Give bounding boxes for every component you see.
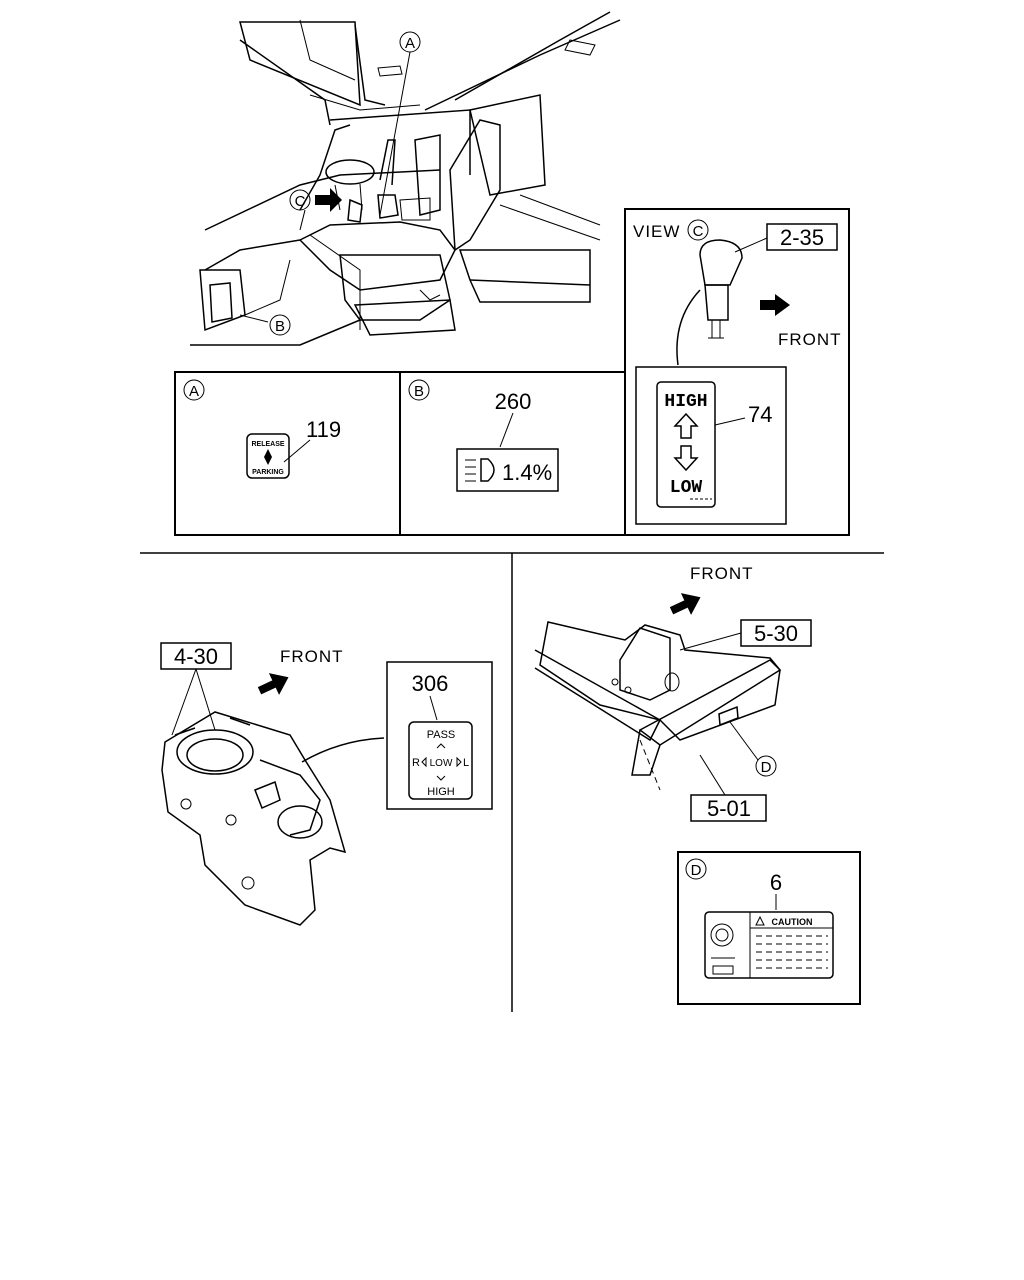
light-switch-label bbox=[408, 721, 473, 800]
label-74-outer bbox=[635, 366, 787, 525]
parking-brake-label bbox=[246, 433, 290, 479]
svg-text:B: B bbox=[275, 318, 285, 335]
pass-text: PASS bbox=[427, 729, 456, 741]
release-text: RELEASE bbox=[251, 441, 284, 448]
view-c-title: VIEW bbox=[633, 222, 680, 241]
parking-text: PARKING bbox=[252, 469, 284, 476]
svg-text:D: D bbox=[761, 759, 772, 776]
svg-text:D: D bbox=[691, 862, 702, 879]
callout-b-panel: B bbox=[408, 379, 430, 401]
cab-interior-illustration bbox=[190, 11, 621, 346]
callout-c-view: C bbox=[687, 219, 709, 241]
part-4-30: 4-30 bbox=[174, 644, 218, 669]
leveling-readout: 1.4% bbox=[502, 460, 552, 485]
part-5-01: 5-01 bbox=[707, 796, 751, 821]
callout-c-cab: C bbox=[289, 189, 311, 211]
part-2-35: 2-35 bbox=[780, 225, 824, 250]
caution-text: CAUTION bbox=[772, 917, 813, 927]
callout-b-cab: B bbox=[269, 314, 291, 336]
front-label-c: FRONT bbox=[778, 330, 842, 349]
svg-text:A: A bbox=[405, 35, 415, 52]
front-arrow-icon-c bbox=[760, 294, 790, 316]
headlamp-leveling-label bbox=[456, 448, 559, 492]
label-306-outer bbox=[386, 661, 493, 810]
combination-switch-illustration bbox=[161, 711, 347, 926]
front-arrow-icon-right bbox=[669, 593, 701, 615]
warning-triangle-icon bbox=[755, 915, 765, 926]
r-text: R bbox=[412, 757, 420, 769]
gauge-icon bbox=[710, 923, 735, 975]
callout-d-panel: D bbox=[685, 858, 707, 880]
part-74: 74 bbox=[748, 402, 772, 427]
part-260: 260 bbox=[495, 389, 532, 414]
shift-pattern-label bbox=[656, 381, 716, 508]
part-306: 306 bbox=[412, 671, 449, 696]
headlamp-icon bbox=[465, 458, 495, 482]
svg-text:C: C bbox=[693, 223, 704, 240]
low-text: LOW bbox=[430, 758, 453, 769]
front-label-right: FRONT bbox=[690, 564, 754, 583]
shift-low-text: LOW bbox=[670, 478, 703, 498]
shift-knob-illustration bbox=[699, 239, 743, 339]
svg-text:B: B bbox=[414, 383, 424, 400]
svg-text:C: C bbox=[295, 193, 306, 210]
panel-d-frame bbox=[677, 851, 861, 1005]
callout-a-panel: A bbox=[183, 379, 205, 401]
view-c-frame bbox=[624, 208, 850, 536]
callout-a-cab: A bbox=[399, 31, 421, 53]
shift-high-text: HIGH bbox=[664, 392, 707, 412]
diamond-icon bbox=[264, 449, 272, 465]
part-box-2-35 bbox=[766, 223, 838, 251]
front-arrow-icon-left bbox=[257, 673, 289, 695]
caution-label bbox=[704, 911, 834, 979]
part-5-30: 5-30 bbox=[754, 621, 798, 646]
chassis-frame-illustration bbox=[534, 621, 782, 791]
part-box-5-01 bbox=[690, 794, 767, 822]
down-arrow-icon bbox=[673, 445, 699, 472]
l-text: L bbox=[463, 757, 469, 769]
front-label-left: FRONT bbox=[280, 647, 344, 666]
up-arrow-icon bbox=[673, 412, 699, 439]
part-6: 6 bbox=[770, 870, 782, 895]
callout-d-frame: D bbox=[755, 755, 777, 777]
svg-text:A: A bbox=[189, 383, 199, 400]
part-119: 119 bbox=[306, 417, 341, 442]
high-text: HIGH bbox=[427, 786, 455, 798]
caution-text-lines bbox=[756, 935, 828, 969]
